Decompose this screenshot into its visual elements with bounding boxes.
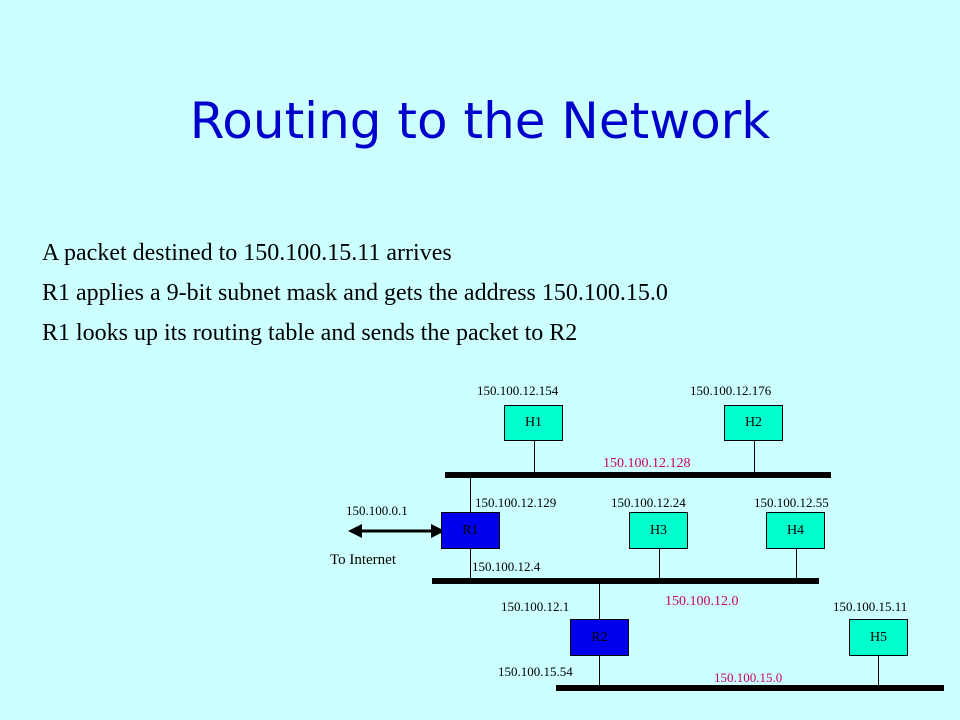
internet-label: To Internet <box>330 552 397 568</box>
r2-upper-address: 150.100.12.1 <box>501 599 570 614</box>
r1-internet-address: 150.100.0.1 <box>346 503 408 518</box>
text-line-1: A packet destined to 150.100.15.11 arriv… <box>42 240 452 266</box>
router-r2: R2 <box>570 619 629 656</box>
upper-network-label: 150.100.12.128 <box>603 456 691 471</box>
r1-lower-address: 150.100.12.4 <box>472 559 541 574</box>
h4-link <box>796 549 797 578</box>
h5-link <box>878 656 879 685</box>
router-r1: R1 <box>441 512 500 549</box>
h5-address: 150.100.15.11 <box>833 599 908 614</box>
h2-link <box>754 441 755 472</box>
h3-link <box>659 549 660 578</box>
host-h1: H1 <box>504 405 563 441</box>
r2-lower-address: 150.100.15.54 <box>498 664 573 679</box>
upper-network-bus <box>445 472 831 478</box>
host-h3: H3 <box>629 512 688 549</box>
host-h2: H2 <box>724 405 783 441</box>
text-line-2: R1 applies a 9-bit subnet mask and gets … <box>42 280 668 306</box>
r1-upper-address: 150.100.12.129 <box>475 495 557 510</box>
middle-network-label: 150.100.12.0 <box>665 594 739 609</box>
slide-title: Routing to the Network <box>189 92 771 150</box>
h1-link <box>534 441 535 472</box>
h3-address: 150.100.12.24 <box>611 495 686 510</box>
host-h5: H5 <box>849 619 908 656</box>
host-h4: H4 <box>766 512 825 549</box>
text-line-3: R1 looks up its routing table and sends … <box>42 320 578 346</box>
h2-address: 150.100.12.176 <box>690 383 772 398</box>
lower-network-label: 150.100.15.0 <box>714 670 783 685</box>
middle-network-bus <box>432 578 819 584</box>
h1-address: 150.100.12.154 <box>477 383 559 398</box>
lower-network-bus <box>556 685 944 691</box>
h4-address: 150.100.12.55 <box>754 495 829 510</box>
